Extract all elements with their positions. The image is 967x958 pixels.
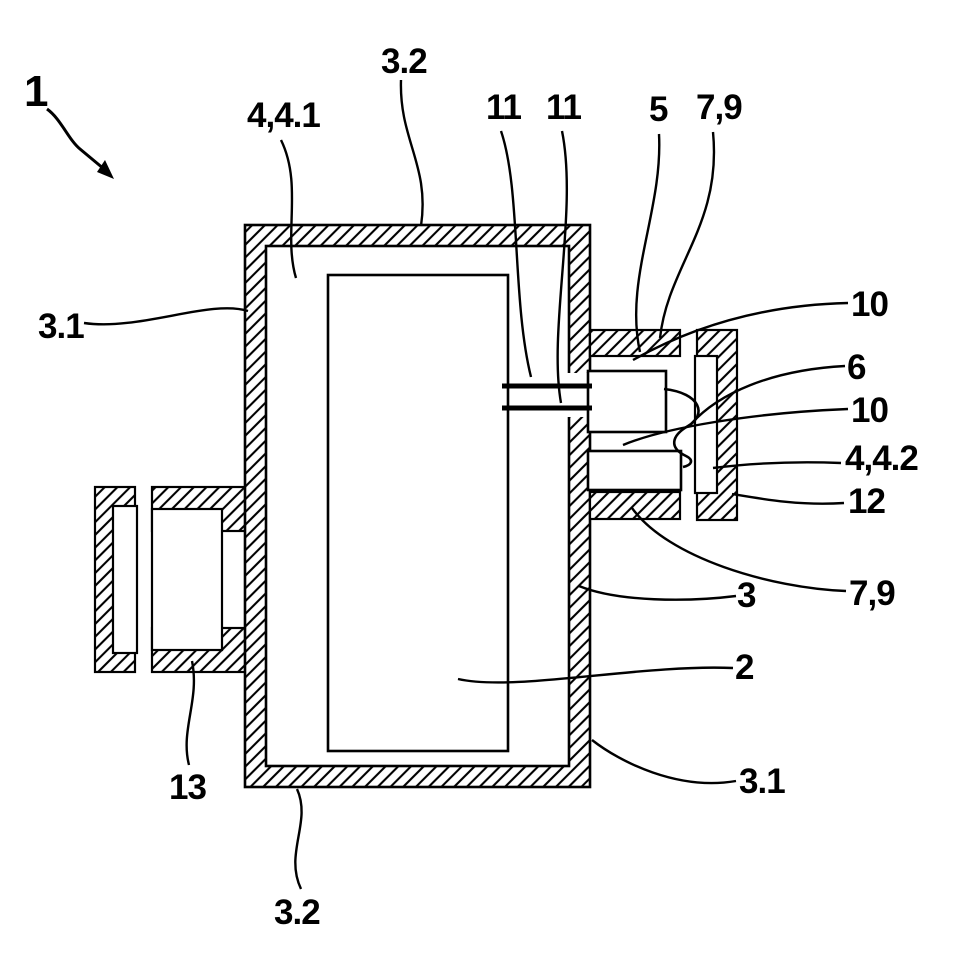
reference-label-11-right: 11: [546, 88, 582, 127]
leader-3_1-bottom: [591, 739, 737, 785]
leader-2: [457, 666, 734, 684]
reference-label-1: 1: [24, 67, 49, 116]
inner-component-2: [326, 273, 510, 753]
leader-5: [634, 133, 661, 353]
reference-label-11-left: 11: [486, 88, 522, 127]
leader-11-left: [499, 130, 533, 378]
reference-1-arrow: [46, 107, 114, 179]
reference-label-3-2-top: 3.2: [381, 42, 428, 81]
connector-bottom-bar: [588, 490, 682, 521]
reference-label-6: 6: [847, 348, 866, 387]
leader-3_1-left: [83, 307, 249, 326]
leader-7_9-top: [658, 131, 716, 339]
terminal-box-lower-10: [586, 449, 683, 492]
leader-10-upper: [632, 301, 849, 362]
leader-lines: [83, 79, 849, 890]
reference-label-5: 5: [649, 90, 668, 129]
leader-4_4_1: [279, 139, 298, 279]
left-connector-13: [150, 485, 248, 674]
leader-13: [185, 660, 196, 766]
leader-11-right: [556, 130, 569, 404]
reference-label-2: 2: [735, 648, 754, 687]
reference-label-3-1-left: 3.1: [38, 307, 85, 346]
spring-contact-6: [663, 387, 700, 469]
reference-label-10-upper: 10: [851, 285, 889, 324]
leader-3_2-bottom: [294, 788, 303, 890]
leader-7_9-bottom: [631, 507, 847, 593]
leader-12: [731, 492, 845, 505]
leader-6: [690, 364, 846, 425]
reference-label-12: 12: [848, 482, 886, 521]
leader-3_2-top: [399, 79, 424, 227]
reference-label-3: 3: [737, 576, 756, 615]
reference-label-4-4-1: 4,4.1: [247, 96, 321, 135]
reference-label-7-9-bottom: 7,9: [849, 574, 896, 613]
reference-label-10-lower: 10: [851, 391, 889, 430]
leader-3: [578, 584, 737, 601]
leader-4_4_2: [712, 461, 842, 470]
reference-label-4-4-2: 4,4.2: [845, 439, 919, 478]
leader-10-lower: [622, 407, 849, 447]
reference-label-3-2-bottom: 3.2: [274, 893, 321, 932]
left-outer-bracket: [93, 485, 139, 674]
reference-label-3-1-bottom: 3.1: [739, 762, 786, 801]
reference-label-7-9-top: 7,9: [696, 88, 743, 127]
terminal-box-upper-10: [586, 369, 668, 434]
reference-label-13: 13: [169, 768, 207, 807]
